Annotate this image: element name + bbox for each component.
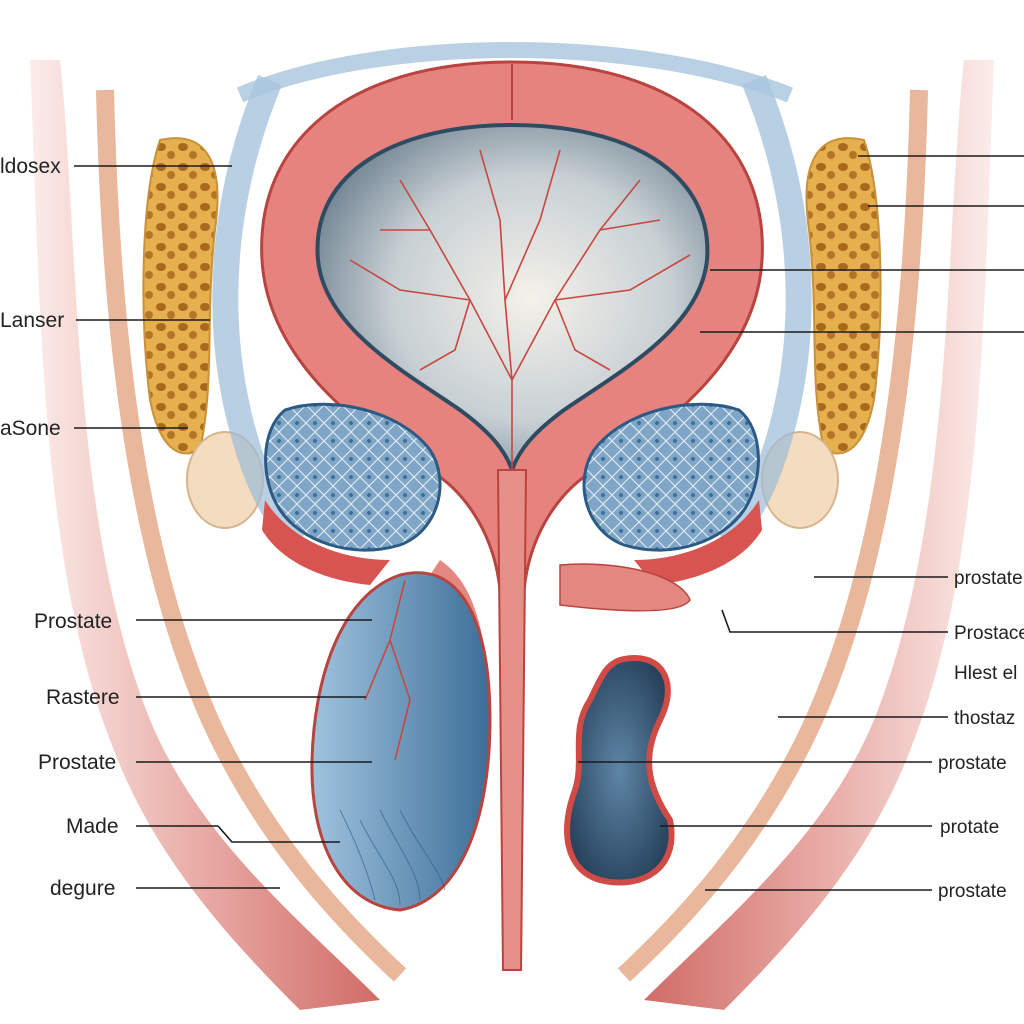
top-membrane: [236, 42, 793, 103]
left-blue-organ: [310, 571, 492, 912]
label-left-7: Made: [66, 815, 119, 838]
right-lobular-gland: [582, 402, 760, 552]
right-dark-organ: [564, 655, 675, 886]
label-right-7: prostate: [938, 881, 1007, 902]
left-organ-striations: [339, 809, 446, 906]
right-outer-wall: [644, 60, 994, 1010]
left-outer-wall: [30, 60, 380, 1010]
label-right-3: Hlest el: [954, 663, 1017, 684]
label-left-6: Prostate: [38, 751, 116, 774]
right-leaders: [578, 155, 1024, 891]
left-skin-layer: [96, 89, 407, 982]
right-shelf: [559, 563, 691, 612]
label-left-5: Rastere: [46, 686, 120, 709]
label-left-3: aSone: [0, 417, 61, 440]
left-organ-vessels: [364, 579, 411, 761]
label-left-4: Prostate: [34, 610, 112, 633]
lumen-vessels: [349, 149, 691, 470]
label-right-2: Prostace: [954, 623, 1024, 644]
left-membrane: [212, 75, 309, 551]
left-labels: ldosex Lanser aSone Prostate Rastere Pro…: [0, 155, 120, 900]
right-membrane: [715, 75, 812, 551]
label-left-2: Lanser: [0, 309, 64, 332]
label-right-6: protate: [940, 817, 999, 838]
right-red-wedge: [634, 500, 762, 585]
left-lobular-gland: [264, 402, 442, 552]
left-leaders: [74, 165, 372, 889]
left-fat-column: [142, 137, 219, 455]
label-right-4: thostaz: [954, 708, 1015, 729]
label-right-5: prostate: [938, 753, 1007, 774]
left-red-wedge: [262, 500, 390, 585]
label-left-8: degure: [50, 877, 115, 900]
right-labels: prostate Prostace Hlest el thostaz prost…: [938, 568, 1024, 902]
right-skin-layer: [617, 89, 928, 982]
right-fat-column: [805, 137, 882, 455]
urethra: [496, 469, 528, 971]
label-left-1: ldosex: [0, 155, 61, 178]
label-right-1: prostate: [954, 568, 1023, 589]
